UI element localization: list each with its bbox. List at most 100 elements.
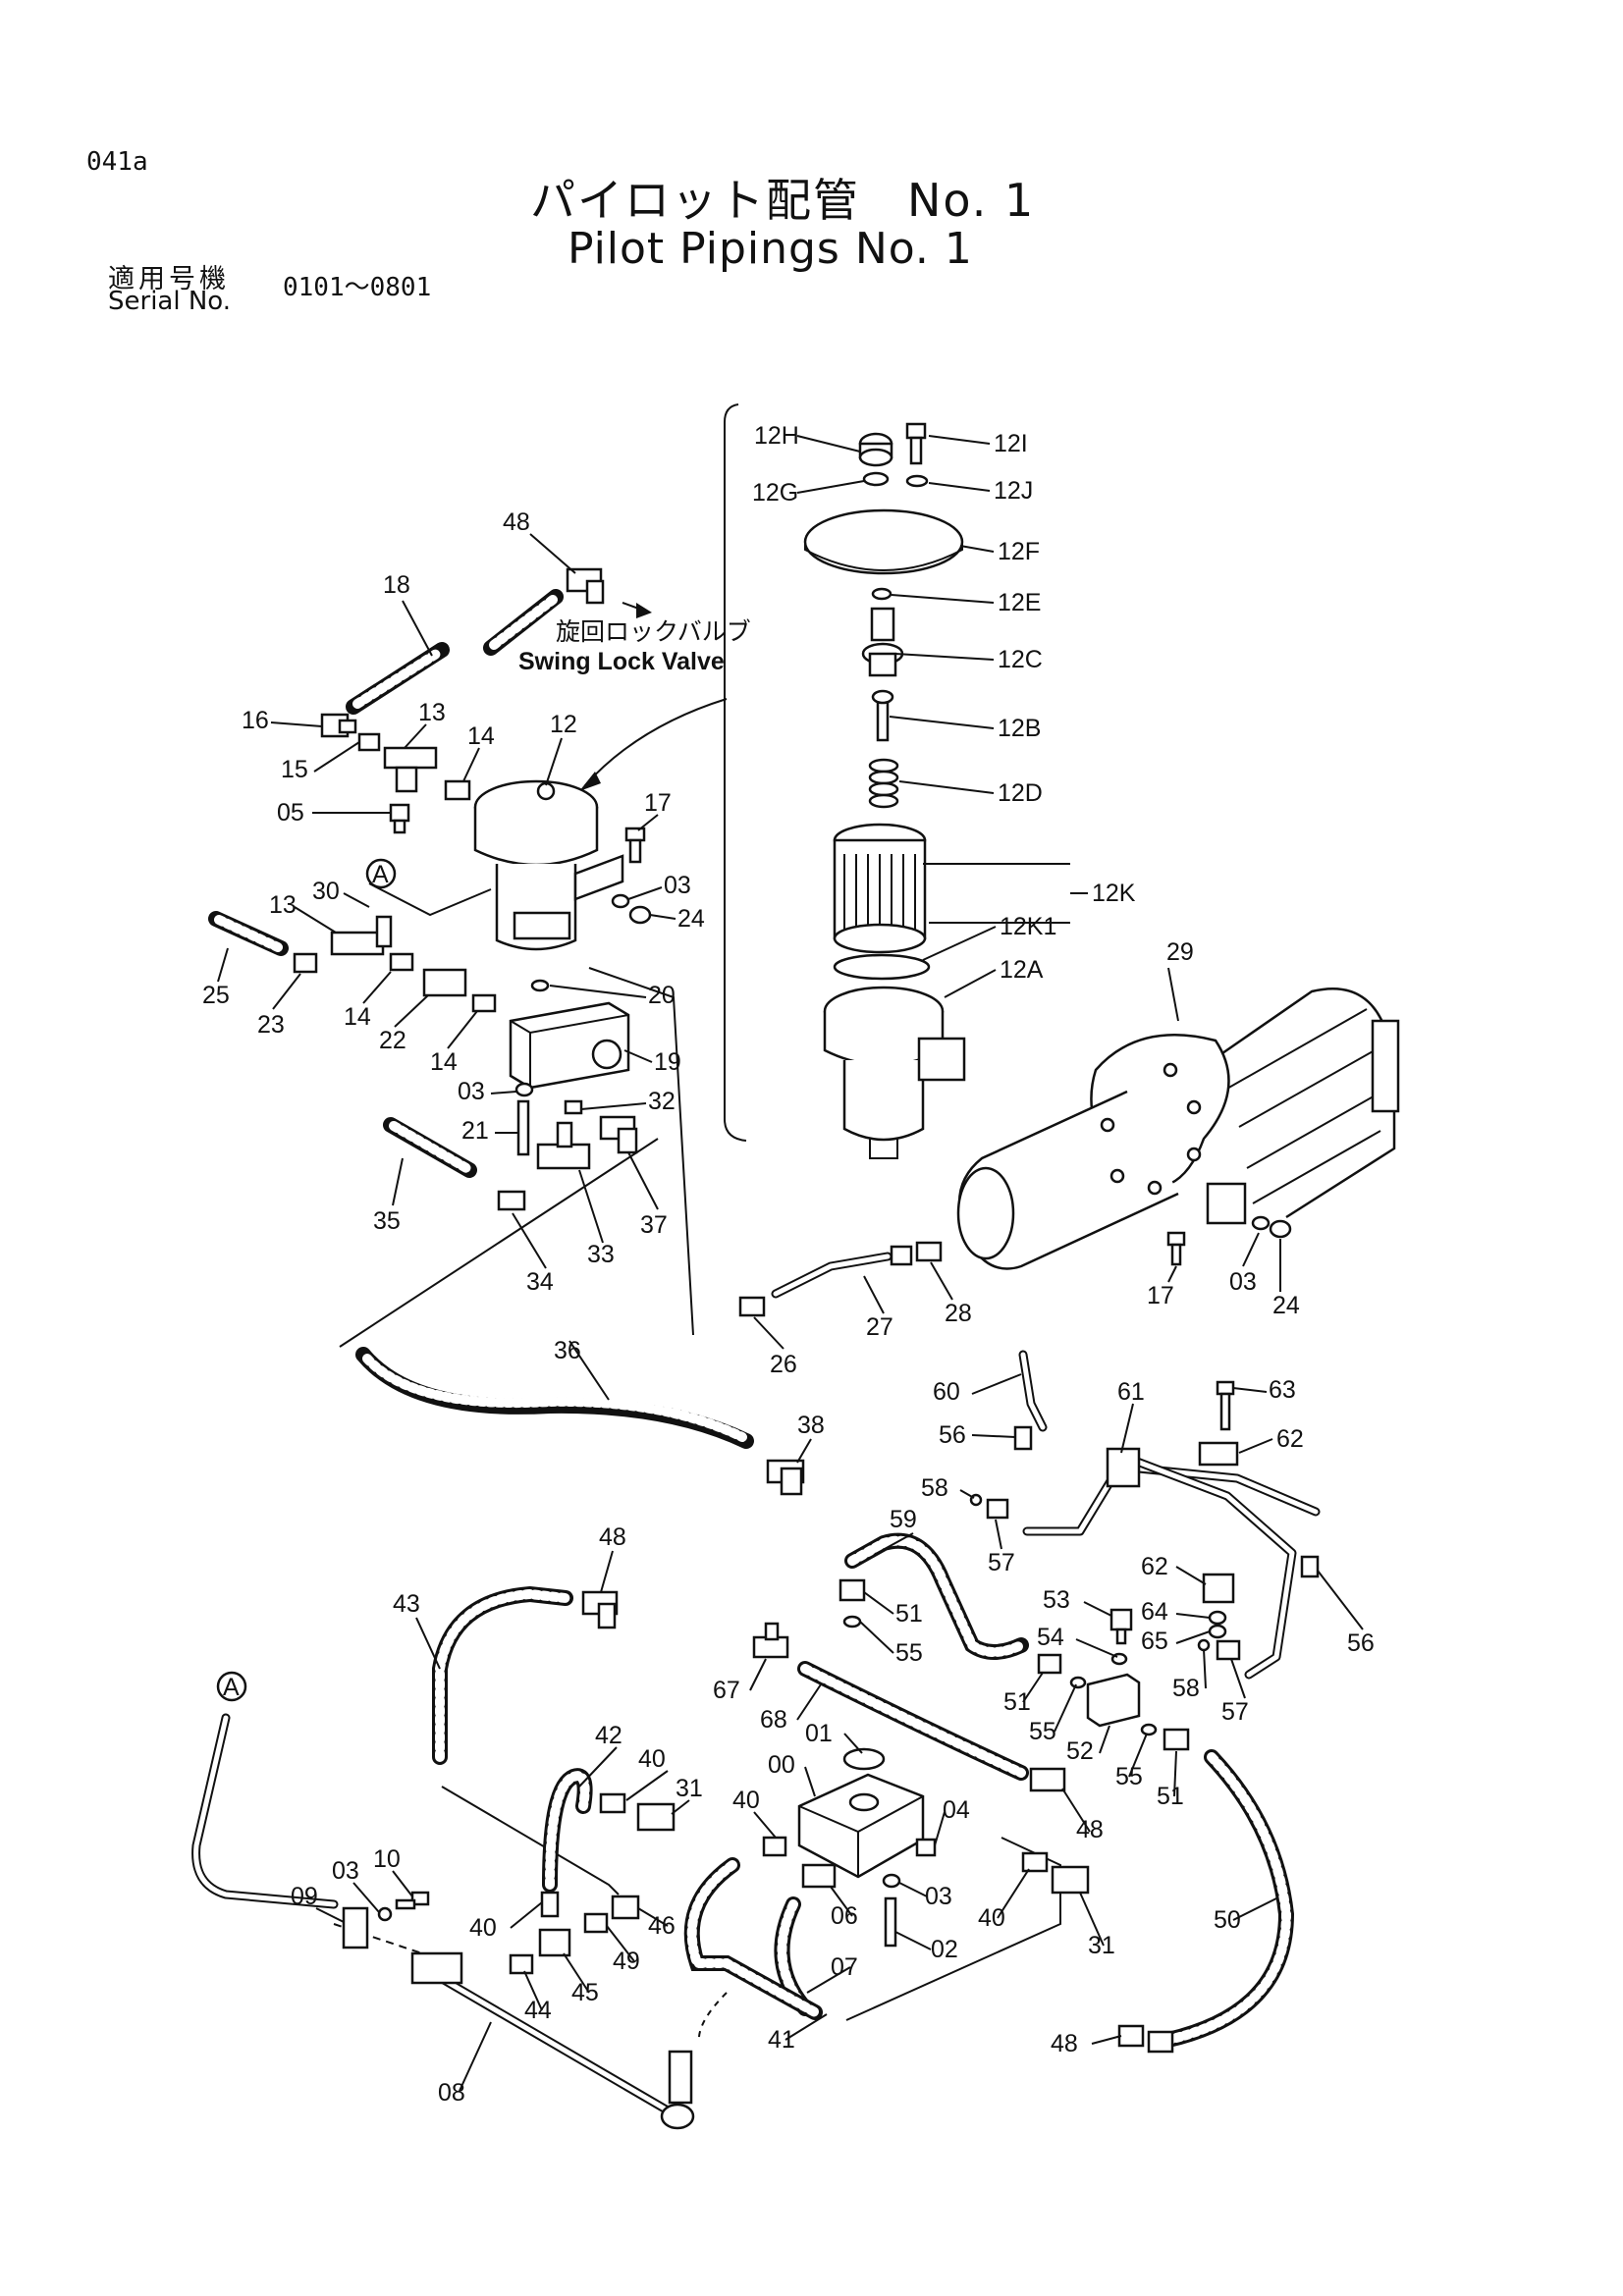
leader-line — [315, 1907, 345, 1923]
elbow-48b — [581, 1590, 619, 1629]
adapter-51b — [1037, 1653, 1062, 1675]
adapter-57b — [1216, 1639, 1241, 1661]
part-label-03e: 03 — [925, 1883, 952, 1910]
part-label-51b: 51 — [1003, 1688, 1031, 1716]
part-label-53: 53 — [1043, 1586, 1070, 1614]
hose-35 — [383, 1117, 477, 1178]
leader-line — [352, 1882, 380, 1913]
adapter-14a — [444, 779, 471, 801]
part-label-29: 29 — [1166, 938, 1194, 966]
valve-block-19 — [509, 1001, 630, 1090]
elbow-16 — [320, 713, 357, 738]
part-label-38: 38 — [797, 1412, 825, 1439]
part-label-26: 26 — [770, 1351, 797, 1378]
part-label-00: 00 — [768, 1751, 795, 1779]
part-label-20: 20 — [648, 982, 676, 1009]
clamp-62a — [1198, 1441, 1239, 1467]
o-ring-55a — [842, 1615, 862, 1629]
hose-36 — [355, 1347, 754, 1449]
leader-line — [997, 1868, 1030, 1919]
part-label-12: 12 — [550, 711, 577, 738]
nut-24b — [1269, 1219, 1292, 1239]
leader-line — [971, 1434, 1016, 1438]
part-label-48a: 48 — [503, 508, 530, 536]
leader-line — [1099, 1725, 1110, 1754]
pilot-filter-12 — [473, 779, 599, 951]
part-label-65: 65 — [1141, 1628, 1168, 1655]
hose-to-swing-lock — [483, 589, 564, 656]
swing-lock-valve-label: Swing Lock Valve — [518, 648, 725, 675]
part-label-12h: 12H — [754, 422, 799, 450]
leader-line — [578, 1169, 604, 1244]
part-label-67: 67 — [713, 1677, 740, 1704]
part-label-40a: 40 — [638, 1745, 666, 1773]
exploded-view-bracket — [724, 403, 747, 1142]
elbow-31b — [1051, 1865, 1090, 1895]
adapter-57a — [986, 1498, 1009, 1520]
hose-68 — [797, 1661, 1029, 1781]
leader-line — [1175, 1613, 1211, 1619]
leader-line — [959, 545, 995, 553]
part-label-21: 21 — [461, 1117, 489, 1145]
leader-line — [749, 1658, 767, 1691]
plug-04 — [915, 1838, 937, 1857]
leader-line — [959, 1489, 975, 1499]
bolt-10 — [395, 1891, 430, 1910]
part-label-12c: 12C — [998, 646, 1043, 673]
leader-line — [623, 1049, 653, 1063]
leader-line — [1079, 1892, 1105, 1947]
part-label-12i: 12I — [994, 430, 1028, 457]
leader-line — [404, 723, 427, 749]
leader-line — [796, 1438, 812, 1464]
adapter-51a — [839, 1578, 866, 1602]
leader-line — [934, 1811, 946, 1846]
leader-line — [1317, 1570, 1364, 1630]
leader-line — [863, 1591, 894, 1615]
leader-line — [894, 653, 995, 661]
part-label-05: 05 — [277, 799, 304, 827]
part-label-56b: 56 — [1347, 1629, 1375, 1657]
leader-line — [606, 1925, 635, 1962]
part-label-48b: 48 — [599, 1523, 626, 1551]
bolt-12i — [905, 422, 927, 465]
page-title: Pilot Pipings No. 1 — [568, 224, 973, 274]
tee-08 — [410, 1951, 463, 1985]
bolt-02 — [884, 1896, 897, 1948]
part-label-41: 41 — [768, 2026, 795, 2054]
elbow-31a — [636, 1802, 676, 1832]
part-label-12j: 12J — [994, 477, 1033, 505]
leader-line — [830, 1886, 853, 1917]
washer-03b — [514, 1082, 534, 1097]
adapter-28 — [915, 1241, 943, 1262]
part-label-24a: 24 — [677, 905, 705, 933]
o-ring-55b — [1069, 1676, 1087, 1689]
leader-line — [796, 480, 865, 494]
washer-03d — [377, 1906, 393, 1922]
leader-line — [898, 780, 995, 794]
elbow-23 — [293, 952, 318, 974]
leader-line — [898, 1882, 928, 1897]
part-label-14a: 14 — [467, 722, 495, 750]
leader-line — [625, 1770, 669, 1801]
ref-a-top — [365, 858, 397, 889]
part-label-07: 07 — [831, 1953, 858, 1981]
cap-nut-12h — [858, 432, 893, 467]
part-label-61: 61 — [1117, 1378, 1145, 1406]
bolt-17a — [624, 827, 646, 864]
part-label-01: 01 — [805, 1720, 833, 1747]
part-label-33: 33 — [587, 1241, 615, 1268]
part-label-57a: 57 — [988, 1549, 1015, 1576]
part-label-58b: 58 — [1172, 1675, 1200, 1702]
leader-line — [671, 1799, 690, 1815]
adapter-26 — [738, 1296, 766, 1317]
clamp-09 — [342, 1906, 369, 1949]
part-label-12k: 12K — [1092, 880, 1136, 907]
leader-line — [1022, 1672, 1044, 1703]
part-label-60: 60 — [933, 1378, 960, 1406]
nut-65 — [1208, 1624, 1227, 1639]
swing-lock-arrow — [636, 603, 652, 618]
ref-a-top-label: A — [372, 861, 389, 888]
leader-line — [523, 1970, 543, 2011]
leader-line — [753, 1316, 784, 1350]
leader-line — [1232, 1387, 1268, 1393]
